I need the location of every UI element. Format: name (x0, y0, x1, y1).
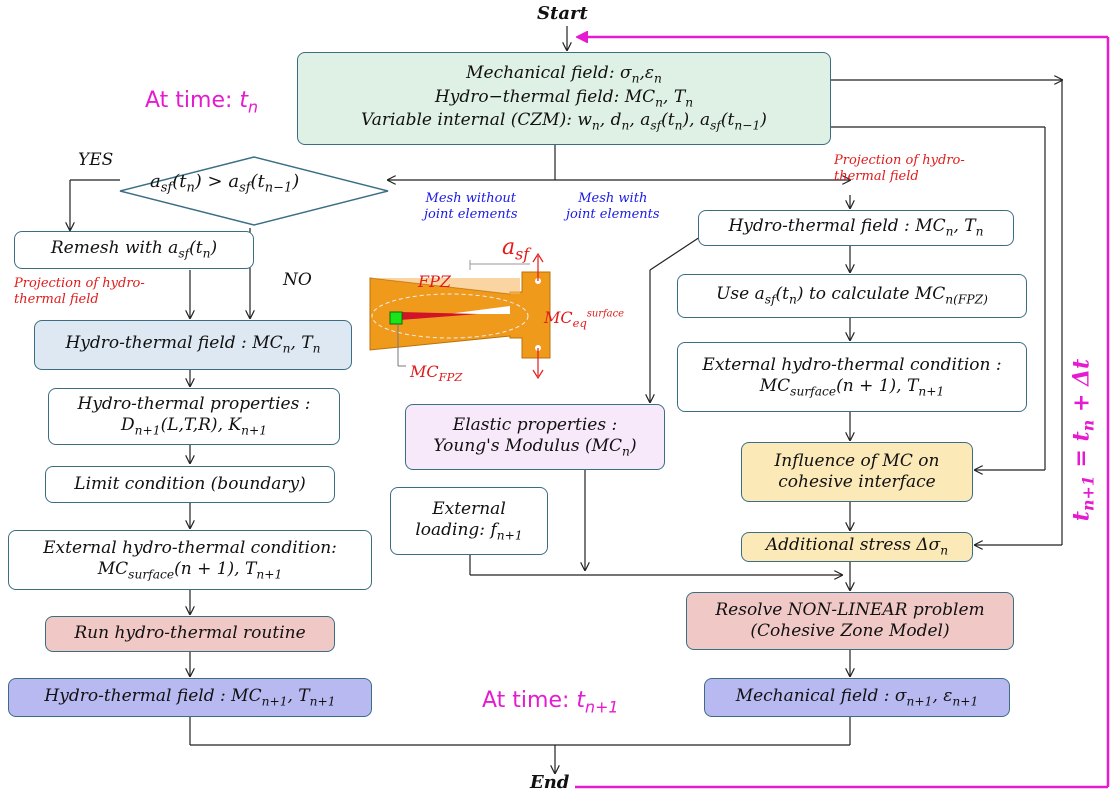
mc-fpz-label: MCFPZ (410, 362, 463, 385)
run-routine-box: Run hydro-thermal routine (45, 616, 335, 652)
end-label: End (530, 772, 570, 793)
resolve-box: Resolve NON-LINEAR problem (Cohesive Zon… (686, 592, 1014, 650)
hydro-field-right-box: Hydro-thermal field : MCn, Tn (698, 210, 1014, 246)
limit-condition-box: Limit condition (boundary) (45, 466, 335, 503)
decision-diamond (119, 156, 389, 226)
use-asf-box: Use asf(tn) to calculate MCn(FPZ) (677, 274, 1027, 318)
mesh-without-note: Mesh without joint elements (424, 191, 518, 223)
time-step-label: tn+1 = tn + Δt (1068, 358, 1098, 522)
projection-note-left: Projection of hydro- thermal field (14, 276, 145, 308)
additional-stress-box: Additional stress Δσn (741, 532, 973, 562)
no-label: NO (283, 270, 312, 290)
influence-box: Influence of MC on cohesive interface (741, 442, 973, 502)
projection-note-right: Projection of hydro- thermal field (834, 153, 965, 185)
hydro-field-bottom-box: Hydro-thermal field : MCn+1, Tn+1 (8, 678, 372, 717)
hydro-field-left-box: Hydro-thermal field : MCn, Tn (34, 320, 352, 370)
initial-state-box: Mechanical field: σn,εn Hydro−thermal fi… (297, 52, 831, 145)
mesh-with-note: Mesh with joint elements (566, 191, 660, 223)
specimen-figure (369, 252, 551, 380)
fpz-label: FPZ (418, 272, 451, 291)
time-label-tn: At time: tn (145, 88, 259, 117)
external-loading-box: External loading: fn+1 (390, 487, 548, 555)
ext-condition-left-box: External hydro-thermal condition: MCsurf… (8, 530, 372, 590)
decision-text: asf(tn) > asf(tn−1) (150, 171, 300, 196)
remesh-box: Remesh with asf(tn) (14, 231, 254, 269)
mechanical-field-bottom-box: Mechanical field : σn+1, εn+1 (704, 678, 1010, 717)
time-label-tn1: At time: tn+1 (482, 688, 619, 717)
hydro-properties-box: Hydro-thermal properties : Dn+1(L,T,R), … (48, 388, 340, 445)
elastic-properties-box: Elastic properties : Young's Modulus (MC… (405, 404, 665, 470)
yes-label: YES (78, 150, 114, 170)
mc-eq-label: MCeqsurface (544, 308, 624, 331)
ext-condition-right-box: External hydro-thermal condition : MCsur… (677, 342, 1027, 412)
start-label: Start (537, 3, 588, 24)
asf-label: asf (502, 235, 530, 264)
